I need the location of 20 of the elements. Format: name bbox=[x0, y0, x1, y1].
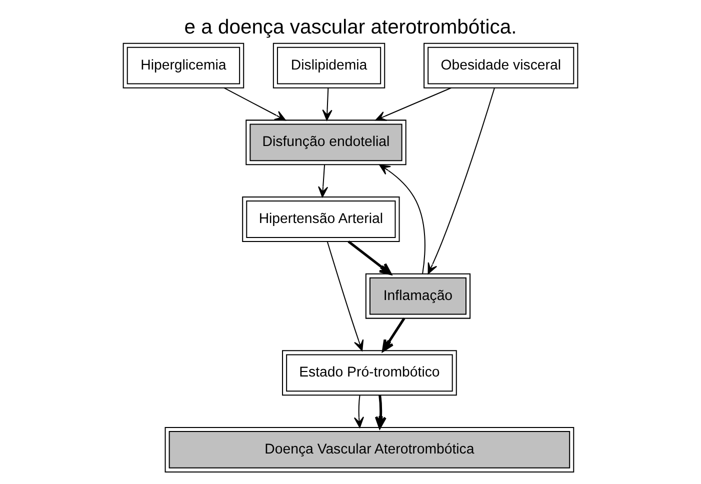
arrow bbox=[379, 164, 426, 274]
arrow bbox=[348, 240, 392, 275]
arrow bbox=[374, 394, 386, 428]
node-box: Hiperglicemia bbox=[122, 42, 244, 88]
node-box: Estado Pró-trombótico bbox=[282, 350, 457, 396]
node-box: Hipertensão Arterial bbox=[242, 196, 400, 242]
arrow bbox=[354, 394, 364, 428]
node-box: Dislipidemia bbox=[272, 42, 386, 88]
arrow bbox=[318, 164, 328, 197]
arrow bbox=[375, 86, 452, 120]
node-box: Doença Vascular Aterotrombótica bbox=[164, 426, 574, 472]
arrow bbox=[224, 86, 286, 120]
arrow bbox=[428, 87, 495, 274]
arrow bbox=[382, 317, 406, 352]
arrow bbox=[322, 87, 332, 120]
node-box: Inflamação bbox=[365, 272, 471, 318]
node-box: Disfunção endotelial bbox=[246, 119, 406, 165]
diagram-title: e a doença vascular aterotrombótica. bbox=[184, 16, 517, 38]
node-box: Obesidade visceral bbox=[424, 42, 578, 88]
arrow bbox=[326, 241, 364, 351]
